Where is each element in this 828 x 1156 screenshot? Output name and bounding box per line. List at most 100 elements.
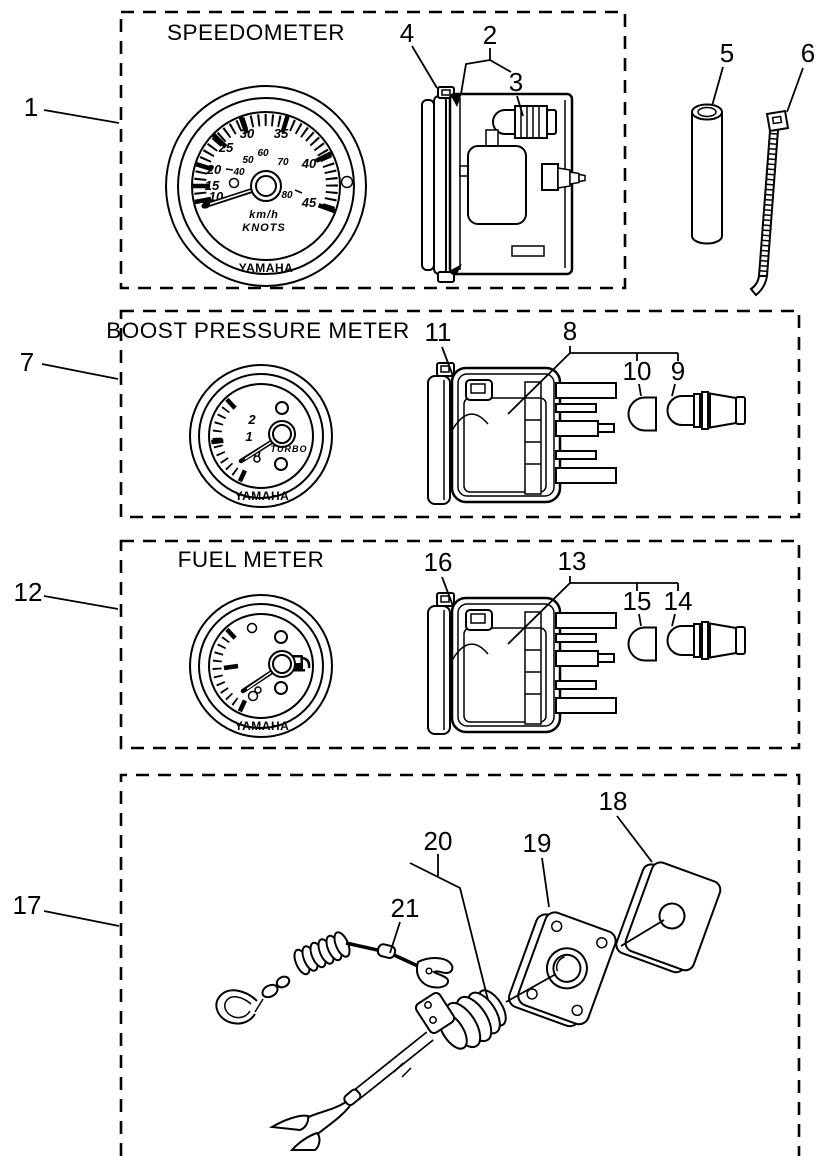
tube-part: 5 <box>691 38 734 245</box>
cord-coil <box>293 931 351 976</box>
speedometer-section: SPEEDOMETER 10 15 20 25 30 <box>24 10 627 290</box>
callout-8: 8 <box>563 316 577 346</box>
unit-knots-label: KNOTS <box>242 222 286 234</box>
boost-gauge: 0 1 2 TURBO YAMAHA <box>189 364 333 508</box>
brand-logo: YAMAHA <box>239 261 294 275</box>
callout-11: 11 <box>425 317 452 347</box>
svg-text:3: 3 <box>509 67 523 97</box>
fuel-section-box <box>119 539 801 750</box>
speedometer-gauge: 10 15 20 25 30 35 40 45 40 50 60 70 80 <box>165 85 367 287</box>
callout-17: 17 <box>13 890 120 927</box>
callout-18: 18 <box>599 786 653 863</box>
boost-section-title: BOOST PRESSURE METER <box>106 318 409 343</box>
axis-line-plate-pad <box>620 919 665 947</box>
callout-12: 12 <box>14 577 119 610</box>
fuel-needle <box>240 650 296 694</box>
svg-text:15: 15 <box>205 178 220 193</box>
speedometer-needle <box>201 170 282 209</box>
callout-10: 10 <box>623 356 652 386</box>
unit-kmh-label: km/h <box>249 209 279 221</box>
wire-terminal-1 <box>268 1114 310 1132</box>
scale-end-top <box>246 622 258 634</box>
lanyard-clip <box>215 989 264 1025</box>
svg-text:70: 70 <box>277 157 289 168</box>
callout-13: 13 <box>558 546 587 576</box>
brand-logo: YAMAHA <box>235 719 290 733</box>
dial-hole-top <box>274 630 288 644</box>
mounting-plate <box>508 911 617 1028</box>
dial-hole-top <box>275 401 289 415</box>
bulb-socket <box>492 105 557 139</box>
fuel-section: FUEL METER <box>14 539 801 750</box>
callout-20: 20 <box>409 826 489 1001</box>
hose-barb-fitting <box>541 163 586 191</box>
speedometer-section-title: SPEEDOMETER <box>167 20 345 45</box>
stop-switch-section-box <box>119 773 801 1156</box>
switch-cable <box>268 1031 434 1151</box>
cable-tie-part: 6 <box>749 38 815 297</box>
tie-ribs <box>759 132 778 275</box>
svg-text:2: 2 <box>483 20 497 50</box>
meter-mechanism <box>459 129 527 225</box>
speedometer-major-ticks <box>193 115 336 214</box>
stop-switch-section: 17 <box>13 773 801 1156</box>
fuel-gauge: YAMAHA <box>189 594 333 738</box>
callout-9: 9 <box>671 356 685 386</box>
boost-scale-0: 0 <box>253 446 261 461</box>
callout-5: 5 <box>720 38 734 68</box>
svg-text:20: 20 <box>424 826 453 856</box>
boost-rear-cluster <box>426 344 747 506</box>
callout-21: 21 <box>389 893 420 954</box>
callout-15: 15 <box>623 586 652 616</box>
svg-text:7: 7 <box>20 347 34 377</box>
callout-1: 1 <box>24 92 120 124</box>
dial-hole-bottom <box>274 457 288 471</box>
svg-text:4: 4 <box>400 18 414 48</box>
dial-hole-right <box>340 175 354 189</box>
speedometer-section-box <box>119 10 627 290</box>
svg-text:20: 20 <box>206 162 222 177</box>
svg-text:45: 45 <box>301 195 317 210</box>
dial-hole-bottom <box>274 681 288 695</box>
cord-fork-end <box>416 957 454 989</box>
svg-text:17: 17 <box>13 890 42 920</box>
boost-scale-1: 1 <box>245 429 252 444</box>
callout-7: 7 <box>20 347 119 380</box>
callout-4: 4 <box>400 18 438 89</box>
brand-logo: YAMAHA <box>235 489 290 503</box>
callout-2: 2 <box>460 20 512 95</box>
boost-scale-2: 2 <box>247 412 256 427</box>
axis-line-switch-plate <box>505 973 557 1003</box>
callout-16: 16 <box>424 547 453 577</box>
speedometer-kmh-labels: 40 50 60 70 80 <box>232 148 293 201</box>
svg-text:80: 80 <box>281 190 293 201</box>
svg-text:35: 35 <box>274 126 289 141</box>
scale-end-bottom <box>247 690 259 702</box>
callout-14: 14 <box>664 586 693 616</box>
speedometer-rear-unit <box>421 86 586 283</box>
wire-terminal-2 <box>289 1131 321 1151</box>
boost-section-box <box>119 309 801 519</box>
fuel-rear-cluster <box>426 574 747 736</box>
gasket-pad <box>615 861 722 974</box>
svg-text:18: 18 <box>599 786 628 816</box>
svg-text:40: 40 <box>301 156 317 171</box>
svg-text:25: 25 <box>218 140 234 155</box>
dial-hole-left <box>228 177 240 189</box>
callout-6: 6 <box>801 38 815 68</box>
fuel-section-title: FUEL METER <box>178 547 325 572</box>
stop-switch-body <box>414 989 507 1050</box>
svg-text:1: 1 <box>24 92 38 122</box>
callout-19: 19 <box>523 828 552 908</box>
svg-text:60: 60 <box>257 148 269 159</box>
svg-text:21: 21 <box>391 893 420 923</box>
callout-3: 3 <box>509 67 524 117</box>
svg-text:30: 30 <box>240 126 255 141</box>
lanyard-cord <box>261 931 454 999</box>
boost-needle <box>238 420 296 464</box>
svg-text:40: 40 <box>232 167 245 178</box>
speedometer-knots-labels: 10 15 20 25 30 35 40 45 <box>205 126 317 210</box>
svg-text:12: 12 <box>14 577 43 607</box>
svg-text:19: 19 <box>523 828 552 858</box>
